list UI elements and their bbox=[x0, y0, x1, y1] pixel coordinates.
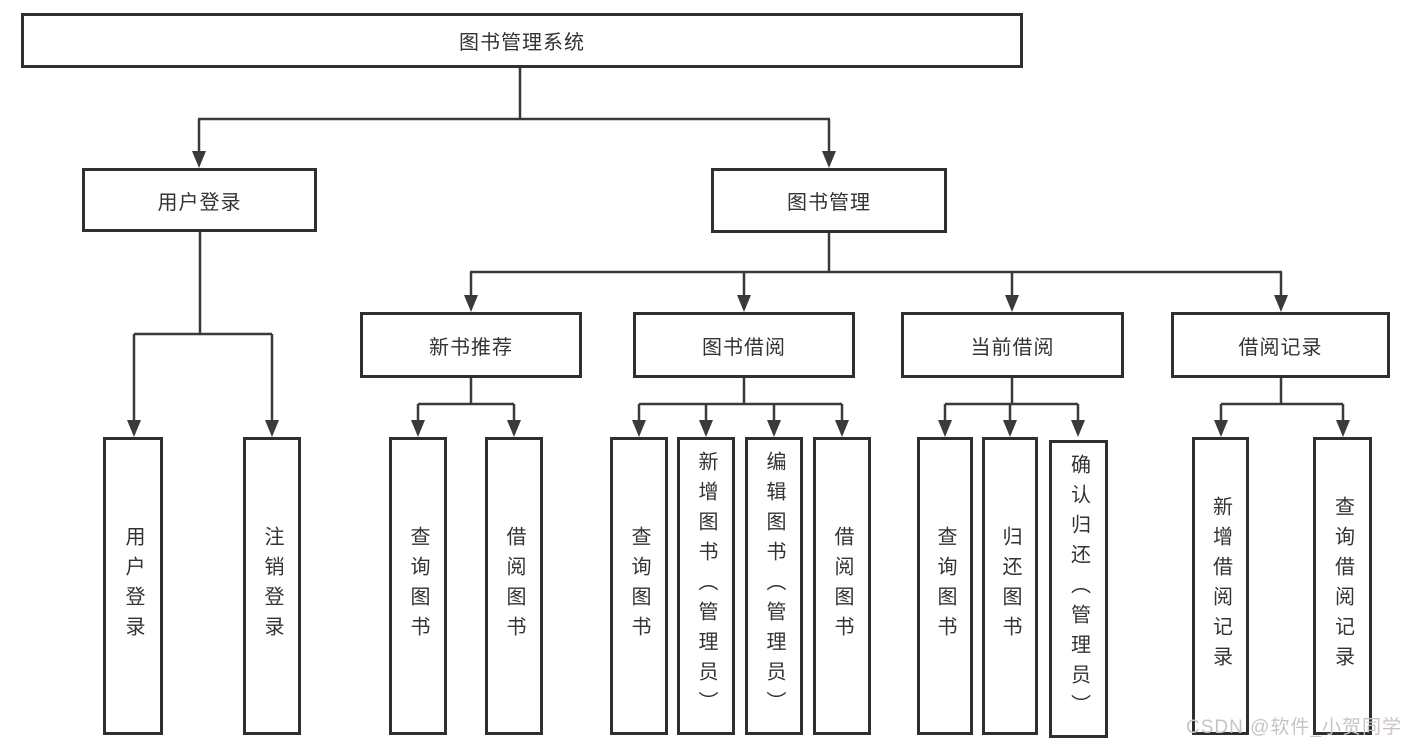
leaf-user-login: 用户登录 bbox=[103, 437, 163, 735]
csdn-watermark: CSDN @软件_小贺同学 bbox=[1186, 717, 1402, 738]
leaf-confirm-return-admin: 确认归还（管理员） bbox=[1049, 440, 1108, 738]
node-label: 查询图书 bbox=[407, 526, 429, 646]
node-label: 查询图书 bbox=[628, 526, 650, 646]
node-label: 新书推荐 bbox=[429, 336, 513, 359]
node-label: 查询借阅记录 bbox=[1331, 496, 1354, 676]
leaf-return-books: 归还图书 bbox=[982, 437, 1038, 735]
node-label: 编辑图书（管理员） bbox=[763, 451, 785, 721]
node-label: 确认归还（管理员） bbox=[1067, 454, 1090, 724]
leaf-borrow-books-recommend: 借阅图书 bbox=[485, 437, 543, 735]
node-label: 借阅记录 bbox=[1238, 336, 1323, 359]
leaf-query-books-borrowing: 查询图书 bbox=[610, 437, 668, 735]
node-book-management: 图书管理 bbox=[711, 168, 947, 233]
node-label: 用户登录 bbox=[122, 526, 144, 646]
node-label: 新增借阅记录 bbox=[1209, 496, 1232, 676]
leaf-query-books-recommend: 查询图书 bbox=[389, 437, 447, 735]
node-label: 归还图书 bbox=[999, 526, 1021, 646]
node-root-library-system: 图书管理系统 bbox=[21, 13, 1023, 68]
leaf-add-books-admin: 新增图书（管理员） bbox=[677, 437, 735, 735]
node-label: 查询图书 bbox=[934, 526, 956, 646]
node-label: 借阅图书 bbox=[503, 526, 525, 646]
node-label: 图书管理 bbox=[787, 192, 871, 214]
node-label: 图书借阅 bbox=[702, 336, 786, 359]
node-user-login: 用户登录 bbox=[82, 168, 317, 232]
leaf-query-books-current: 查询图书 bbox=[917, 437, 973, 735]
node-label: 注销登录 bbox=[261, 526, 283, 646]
node-label: 图书管理系统 bbox=[459, 32, 585, 54]
node-borrow-records: 借阅记录 bbox=[1171, 312, 1390, 378]
leaf-query-borrow-record: 查询借阅记录 bbox=[1313, 437, 1372, 735]
leaf-add-borrow-record: 新增借阅记录 bbox=[1192, 437, 1249, 735]
leaf-edit-books-admin: 编辑图书（管理员） bbox=[745, 437, 803, 735]
node-label: 当前借阅 bbox=[970, 336, 1055, 359]
arrowheads bbox=[127, 151, 1350, 437]
leaf-borrow-books: 借阅图书 bbox=[813, 437, 871, 735]
node-current-borrowing: 当前借阅 bbox=[901, 312, 1124, 378]
node-new-book-recommend: 新书推荐 bbox=[360, 312, 582, 378]
node-label: 新增图书（管理员） bbox=[695, 451, 717, 721]
node-book-borrowing: 图书借阅 bbox=[633, 312, 855, 378]
node-label: 借阅图书 bbox=[831, 526, 853, 646]
leaf-logout: 注销登录 bbox=[243, 437, 301, 735]
node-label: 用户登录 bbox=[157, 191, 242, 214]
